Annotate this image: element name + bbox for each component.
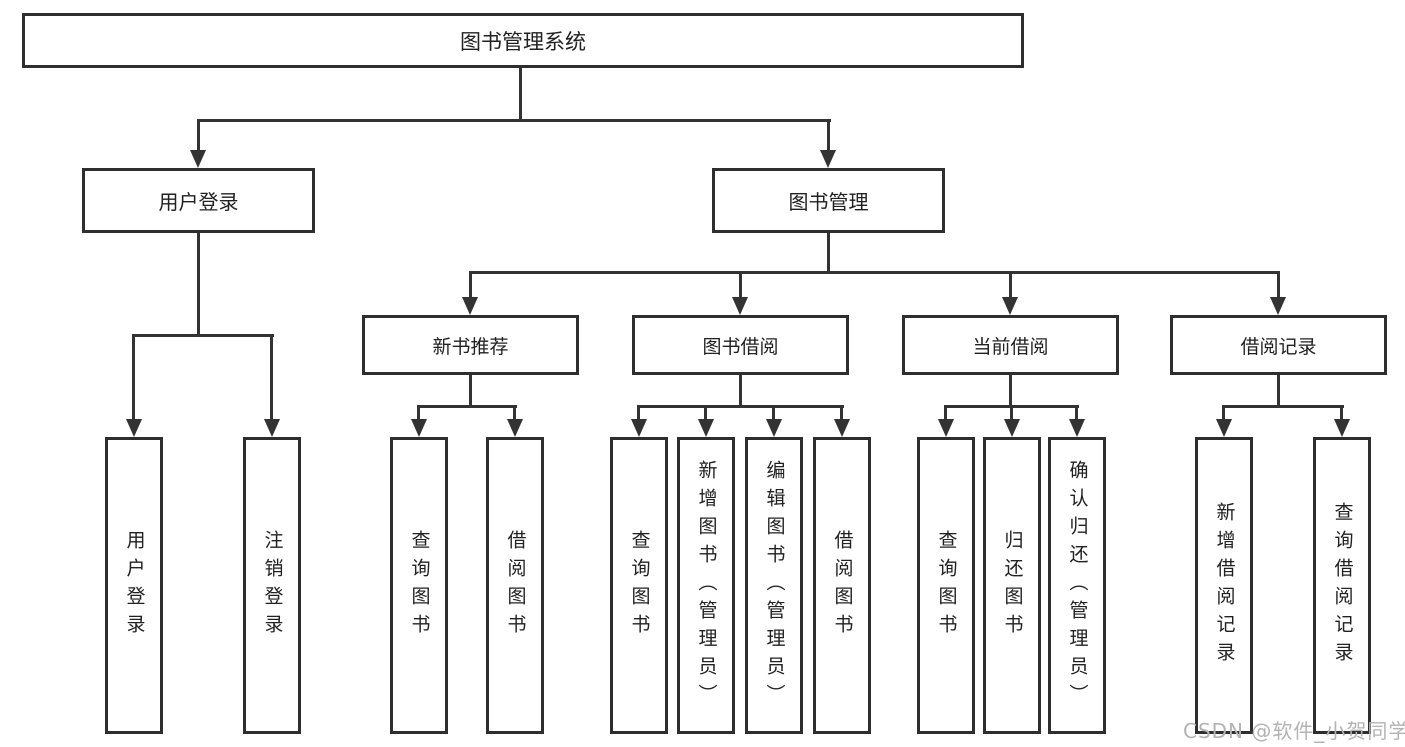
- arrowhead: [1002, 297, 1018, 315]
- leaf-label: 编辑图书（管理员）: [763, 459, 786, 712]
- leaf-user-login: 用户登录: [105, 437, 163, 734]
- connector-line: [772, 405, 775, 421]
- connector-line: [637, 405, 844, 408]
- leaf-add-borrow-record: 新增借阅记录: [1195, 437, 1253, 734]
- connector-line: [197, 119, 200, 153]
- node-label: 当前借阅: [972, 335, 1049, 358]
- leaf-label: 查询图书: [628, 529, 651, 642]
- arrowhead: [766, 419, 782, 437]
- leaf-label: 查询图书: [408, 529, 431, 642]
- arrowhead: [507, 419, 523, 437]
- connector-line: [637, 405, 640, 421]
- node-label: 图书管理: [788, 190, 869, 214]
- node-book-borrow: 图书借阅: [632, 315, 849, 375]
- arrowhead: [820, 150, 836, 168]
- arrowhead: [732, 297, 748, 315]
- connector-line: [469, 271, 472, 299]
- arrowhead: [1069, 419, 1085, 437]
- arrowhead: [411, 419, 427, 437]
- arrowhead: [631, 419, 647, 437]
- arrowhead: [1270, 297, 1286, 315]
- node-label: 新书推荐: [432, 335, 509, 358]
- arrowhead: [1004, 419, 1020, 437]
- leaf-borrow-book: 借阅图书: [813, 437, 871, 734]
- connector-line: [1277, 271, 1280, 299]
- leaf-label: 用户登录: [123, 529, 146, 642]
- arrowhead: [1216, 419, 1232, 437]
- leaf-current-query-books: 查询图书: [917, 437, 975, 734]
- arrowhead: [834, 419, 850, 437]
- leaf-edit-book-admin: 编辑图书（管理员）: [745, 437, 803, 734]
- connector-line: [827, 119, 830, 153]
- leaf-logout: 注销登录: [243, 437, 301, 734]
- connector-line: [704, 405, 707, 421]
- connector-line: [1009, 375, 1012, 408]
- connector-line: [1010, 405, 1013, 421]
- node-label: 图书借阅: [702, 335, 779, 358]
- connector-line: [1277, 375, 1280, 408]
- leaf-label: 注销登录: [261, 529, 284, 642]
- connector-line: [1222, 405, 1344, 408]
- connector-line: [519, 68, 522, 121]
- connector-line: [1075, 405, 1078, 421]
- leaf-label: 查询借阅记录: [1331, 501, 1354, 670]
- leaf-label: 确认归还（管理员）: [1066, 459, 1089, 712]
- leaf-label: 归还图书: [1001, 529, 1024, 642]
- connector-line: [944, 405, 947, 421]
- leaf-add-book-admin: 新增图书（管理员）: [677, 437, 735, 734]
- connector-line: [739, 271, 742, 299]
- watermark: CSDN @软件_小贺同学: [1183, 719, 1405, 743]
- connector-line: [469, 271, 1280, 274]
- node-book-management: 图书管理: [712, 168, 945, 233]
- connector-line: [417, 405, 517, 408]
- leaf-label: 借阅图书: [831, 529, 854, 642]
- connector-line: [1222, 405, 1225, 421]
- connector-line: [827, 233, 830, 274]
- connector-line: [469, 375, 472, 408]
- leaf-query-books: 查询图书: [390, 437, 448, 734]
- connector-line: [739, 375, 742, 408]
- connector-line: [132, 334, 274, 337]
- arrowhead: [698, 419, 714, 437]
- arrowhead: [264, 419, 280, 437]
- connector-line: [1340, 405, 1343, 421]
- arrowhead: [938, 419, 954, 437]
- connector-line: [197, 119, 831, 122]
- node-user-login: 用户登录: [82, 168, 315, 233]
- leaf-query-borrow-record: 查询借阅记录: [1313, 437, 1371, 734]
- node-new-book-recommend: 新书推荐: [362, 315, 579, 375]
- connector-line: [132, 334, 135, 421]
- connector-line: [197, 233, 200, 336]
- leaf-label: 查询图书: [935, 529, 958, 642]
- arrowhead: [1334, 419, 1350, 437]
- leaf-borrow-books: 借阅图书: [486, 437, 544, 734]
- arrowhead: [190, 150, 206, 168]
- node-current-borrow: 当前借阅: [902, 315, 1119, 375]
- leaf-label: 借阅图书: [504, 529, 527, 642]
- arrowhead: [462, 297, 478, 315]
- connector-line: [270, 334, 273, 421]
- arrowhead: [126, 419, 142, 437]
- node-label: 图书管理系统: [460, 29, 586, 54]
- leaf-confirm-return-admin: 确认归还（管理员）: [1048, 437, 1106, 734]
- connector-line: [513, 405, 516, 421]
- leaf-borrow-query-books: 查询图书: [610, 437, 668, 734]
- connector-line: [840, 405, 843, 421]
- leaf-label: 新增图书（管理员）: [695, 459, 718, 712]
- node-label: 用户登录: [158, 190, 239, 214]
- node-borrow-record: 借阅记录: [1170, 315, 1387, 375]
- node-label: 借阅记录: [1240, 335, 1317, 358]
- node-library-management-system: 图书管理系统: [22, 13, 1024, 68]
- leaf-label: 新增借阅记录: [1213, 501, 1236, 670]
- connector-line: [417, 405, 420, 421]
- leaf-return-book: 归还图书: [983, 437, 1041, 734]
- connector-line: [1009, 271, 1012, 299]
